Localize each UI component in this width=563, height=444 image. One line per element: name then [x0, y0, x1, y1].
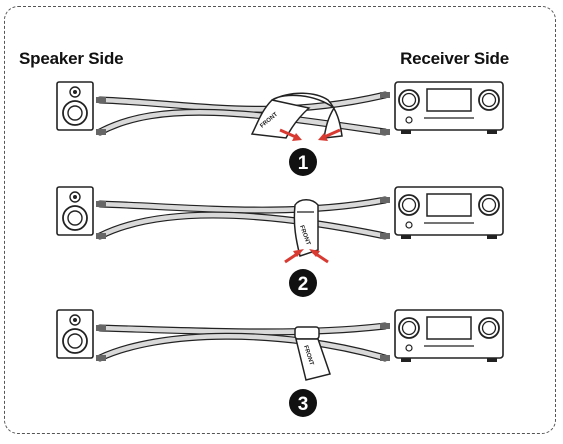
step-2-badge: 2: [289, 269, 317, 297]
speaker-icon: [56, 309, 94, 359]
speaker-icon: [56, 186, 94, 236]
step-2-number: 2: [298, 274, 309, 295]
receiver-side-label: Receiver Side: [400, 49, 509, 68]
dashed-frame: [4, 6, 556, 434]
speaker-side-label: Speaker Side: [19, 49, 124, 68]
receiver-icon: [394, 309, 504, 363]
cable-tag: FRONT: [250, 92, 343, 139]
step-1-number: 1: [298, 153, 309, 174]
step-3-number: 3: [298, 394, 309, 415]
row-2: FRONT 2: [56, 186, 504, 297]
receiver-icon: [394, 81, 504, 135]
squeeze-arrows: [279, 128, 341, 141]
speaker-cable: [96, 91, 390, 136]
step-1-badge: 1: [289, 148, 317, 176]
receiver-icon: [394, 186, 504, 240]
speaker-icon: [56, 81, 94, 131]
squeeze-arrows: [284, 249, 329, 264]
step-3-badge: 3: [289, 389, 317, 417]
speaker-cable: [96, 196, 390, 240]
cable-tag: FRONT: [293, 199, 319, 257]
row-1: FRONT 1: [56, 81, 504, 176]
cable-tag: FRONT: [294, 326, 331, 381]
row-3: FRONT 3: [56, 309, 504, 417]
speaker-cable: [96, 322, 390, 362]
